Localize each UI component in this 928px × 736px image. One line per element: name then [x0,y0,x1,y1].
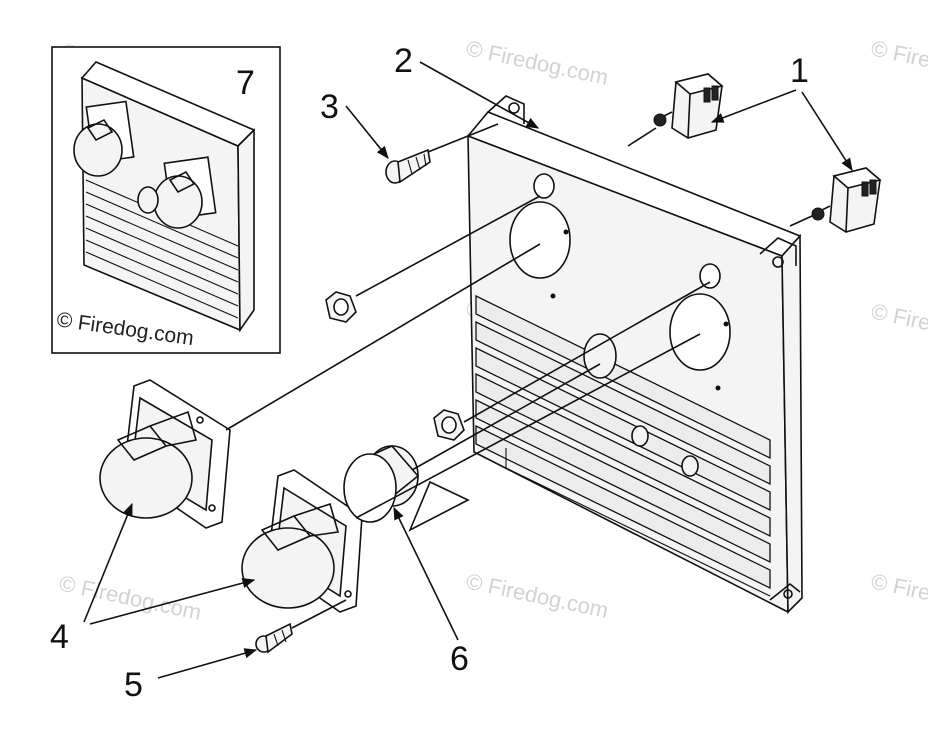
watermark-3: © Firedog.com [869,35,928,90]
nut-lower [433,409,465,441]
watermark-5: © Firedog.com [869,298,928,353]
callout-labels: 1 2 3 4 5 6 [50,42,809,704]
watermark-7: © Firedog.com [464,568,611,623]
leader-lines [83,61,853,679]
plug-cap-6 [343,445,470,532]
switch-upper [653,73,724,139]
watermark-8: © Firedog.com [869,568,928,623]
callout-7-label: 7 [236,64,255,102]
callout-5-label: 5 [124,666,143,704]
callout-6-label: 6 [450,640,469,678]
callout-3-label: 3 [320,88,339,126]
socket-hole-left [509,201,571,279]
socket-lower [241,469,363,613]
inset-assembled-view: 7 © Firedog.com [51,46,281,354]
callout-2-label: 2 [394,42,413,80]
watermark-2: © Firedog.com [464,35,611,90]
inset-socket-left [73,100,135,177]
switch-lower [811,167,882,233]
nut-upper [325,291,357,323]
assembly-lines [225,123,813,629]
callout-1-label: 1 [790,52,809,90]
callout-4-label: 4 [50,618,69,656]
screw-3 [385,148,431,184]
socket-upper [99,379,231,529]
screw-5 [255,622,293,654]
main-panel [466,95,803,614]
inset-socket-right [153,156,217,229]
switch-hole-2 [699,263,721,289]
grommet-in-panel [583,333,617,379]
watermark-6: © Firedog.com [57,570,204,625]
socket-hole-right [669,293,731,371]
switch-hole-1 [533,173,555,199]
